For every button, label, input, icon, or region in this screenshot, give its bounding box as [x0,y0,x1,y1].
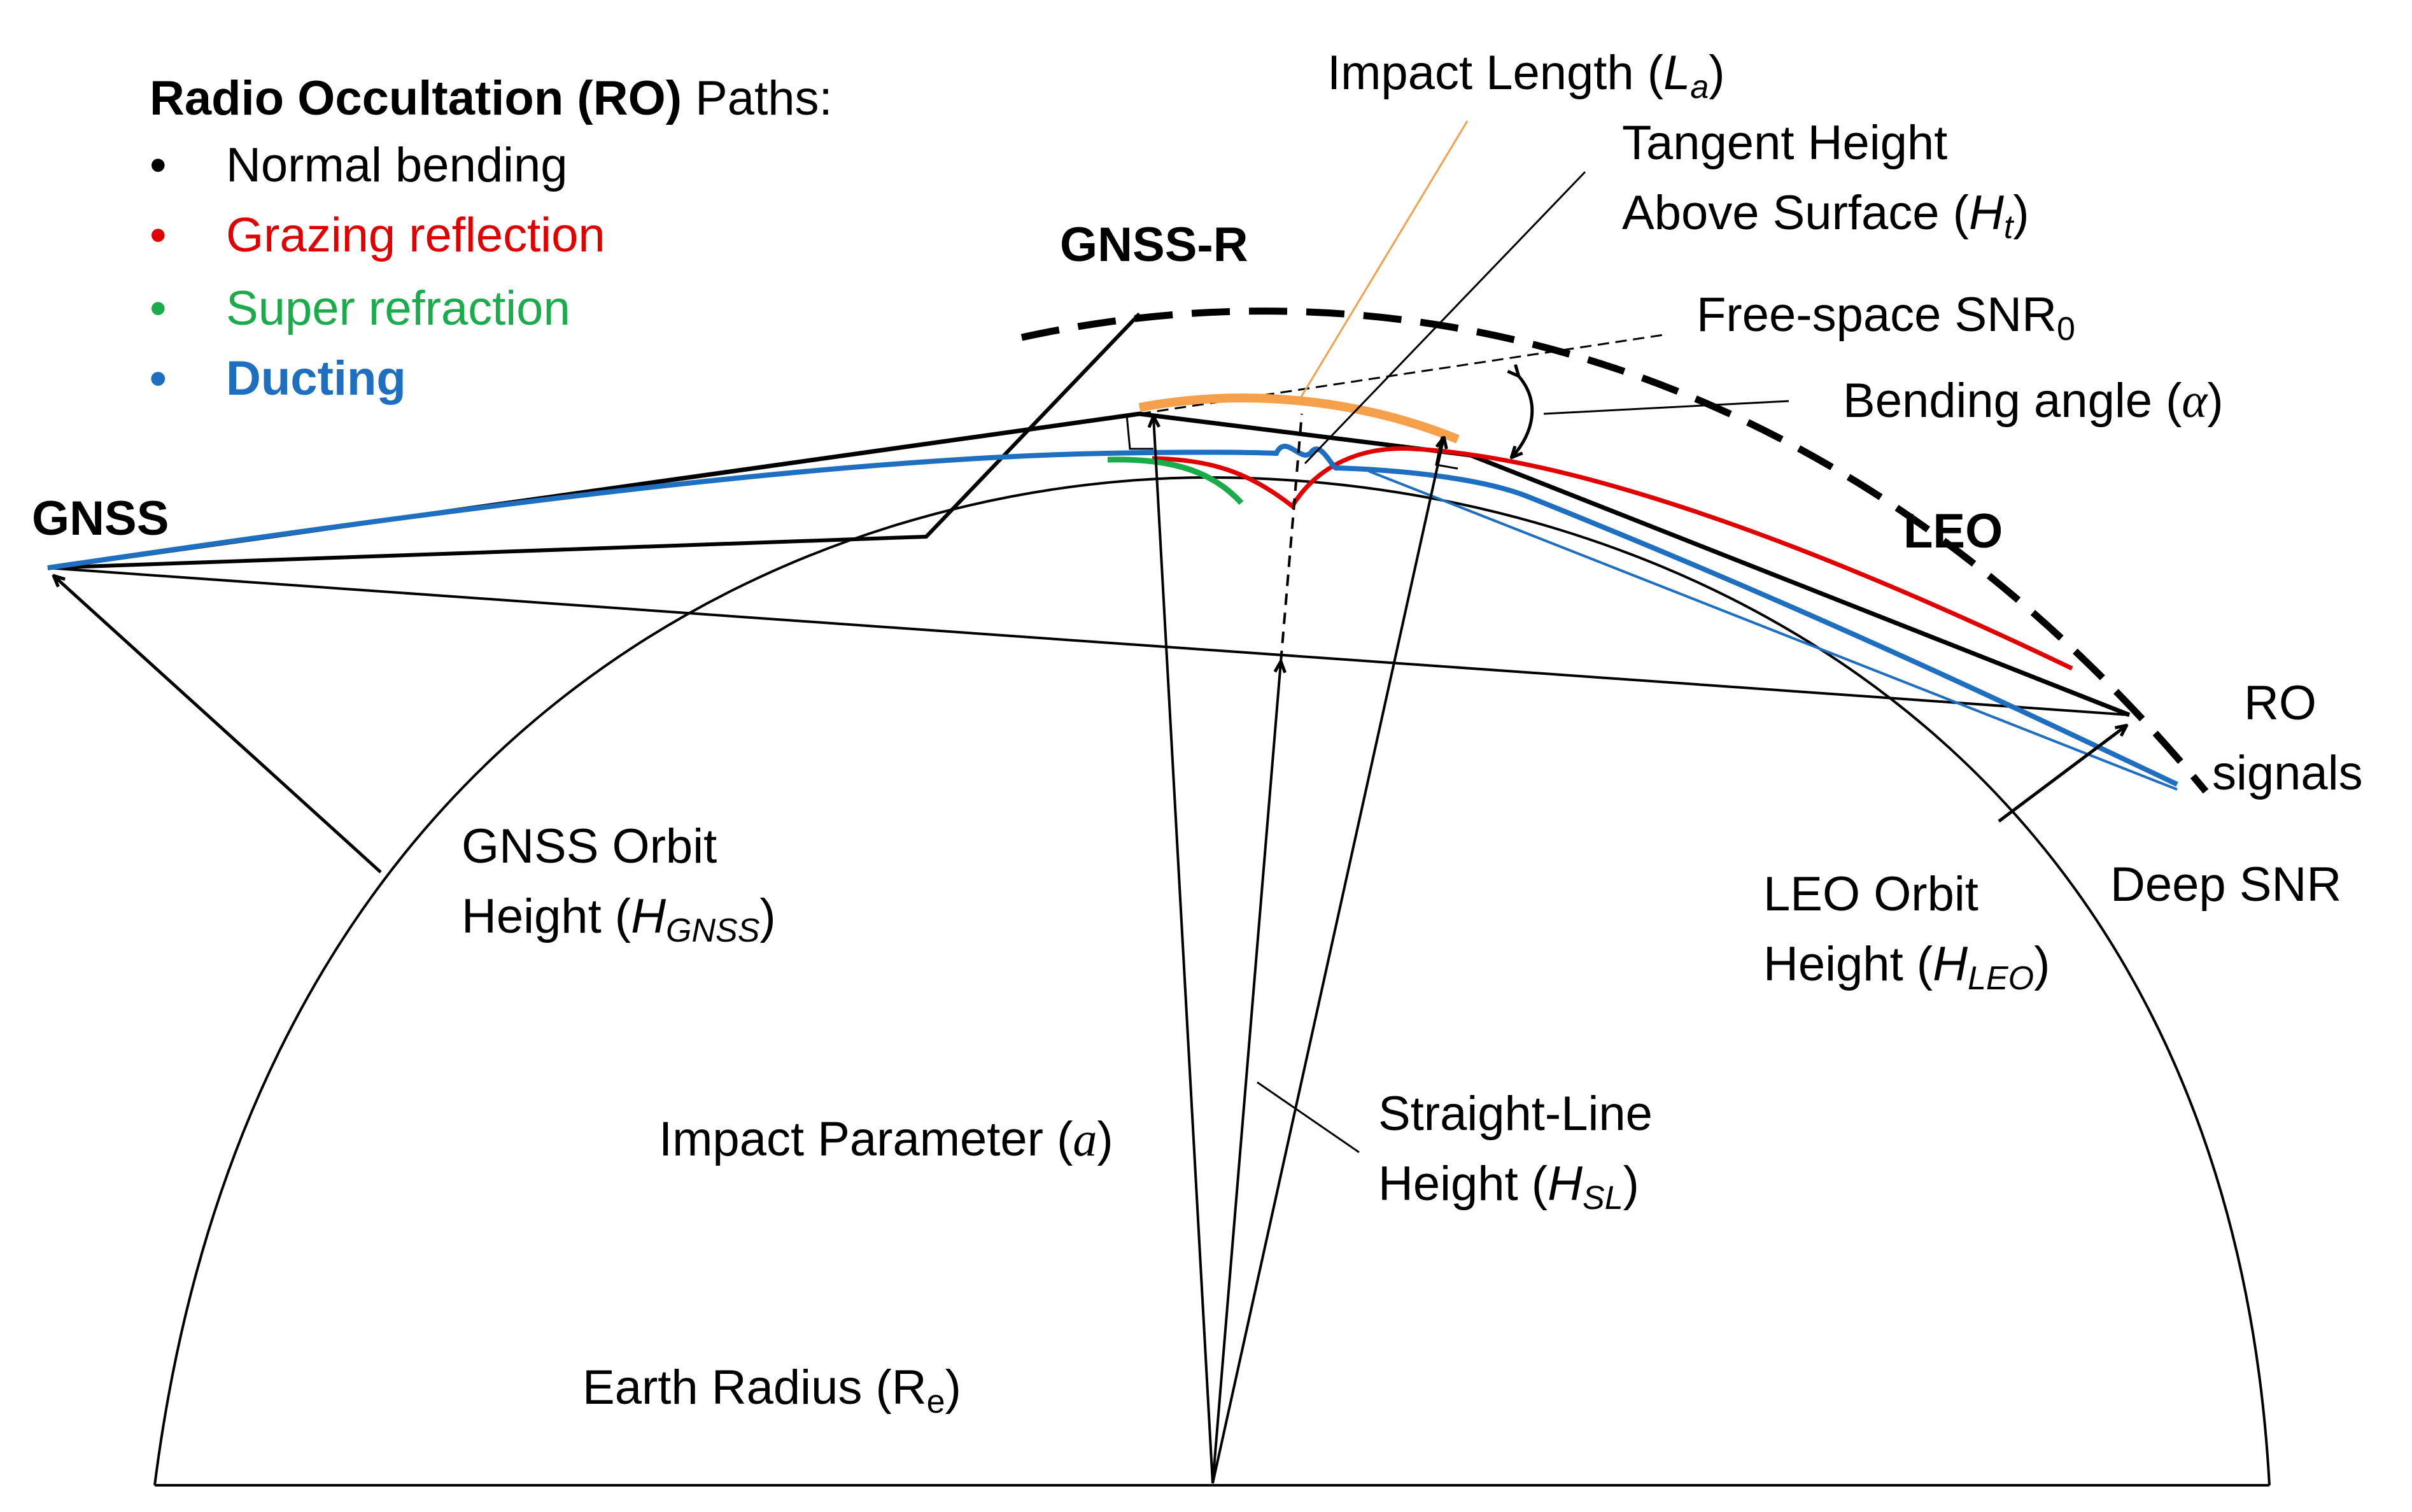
deep-snr-label: Deep SNR [2110,858,2341,912]
impact-length-leader [1297,120,1469,402]
free-space-snr-label: Free-space SNR0 [1696,288,2075,348]
tangent-height-leader [1304,171,1586,465]
grazing-reflection-path [1152,446,2073,671]
earth-radius-label: Earth Radius (Re) [582,1360,961,1420]
legend-label-grazing-reflection: Grazing reflection [226,208,605,262]
legend-title: Radio Occultation (RO) Paths: [150,71,833,125]
gnss-r-path [47,312,1141,570]
ducting-path [47,444,2178,787]
tangent-height-vector [1211,438,1444,1484]
gnss-r-label: GNSS-R [1060,218,1248,272]
tangent-dashed-line [1280,413,1303,663]
straight-line-height-vector [1211,662,1281,1484]
impact-length-label: Impact Length (La) [1327,46,1725,106]
bending-angle-arc [1512,376,1534,457]
legend-label-super-refraction: Super refraction [226,281,570,336]
legend-label-normal-bending: Normal bending [226,138,568,192]
tangent-height-label-line1: Tangent Height [1622,116,1947,170]
gnss-orbit-height-label-line2: Height (HGNSS) [462,889,776,949]
right-angle-marker-left [1125,414,1153,450]
straight-line-height-leader [1257,1081,1360,1154]
impact-parameter-label: Impact Parameter (a) [659,1112,1113,1166]
straight-line-height-label-line1: Straight-Line [1378,1087,1653,1141]
super-refraction-path [1107,456,1244,505]
gnss-orbit-height-label-line1: GNSS Orbit [462,819,717,873]
impact-parameter-vector [1153,417,1214,1484]
leo-orbit-dashed-arc [1020,307,2209,794]
straight-line-height-label-line2: Height (HSL) [1378,1157,1639,1217]
legend-bullet-super-refraction: • [150,281,167,336]
bending-angle-label: Bending angle (α) [1843,374,2224,428]
legend-items: • Normal bending • Grazing reflection • … [150,138,605,406]
leo-orbit-height-arrow [1998,726,2126,823]
ro-signals-label-line1: RO [2244,676,2317,730]
gnss-label: GNSS [32,491,169,546]
ducting-deep-snr-line [1368,470,2178,791]
tangent-height-label-line2: Above Surface (Ht) [1622,186,2029,246]
legend-bullet-ducting: • [150,351,167,406]
legend-bullet-grazing: • [150,208,167,262]
leo-orbit-height-label-line2: Height (HLEO) [1763,937,2050,997]
legend-label-ducting: Ducting [226,351,406,406]
gnss-orbit-height-arrow [54,576,382,873]
legend-bullet-normal: • [150,138,167,192]
bending-angle-leader [1543,400,1789,415]
leo-label: LEO [1903,504,2003,558]
normal-bending-path [47,411,2131,717]
ro-signals-label-line2: signals [2212,746,2363,800]
leo-orbit-height-label-line1: LEO Orbit [1763,867,1978,921]
gnss-leo-direct-line [47,567,2130,716]
